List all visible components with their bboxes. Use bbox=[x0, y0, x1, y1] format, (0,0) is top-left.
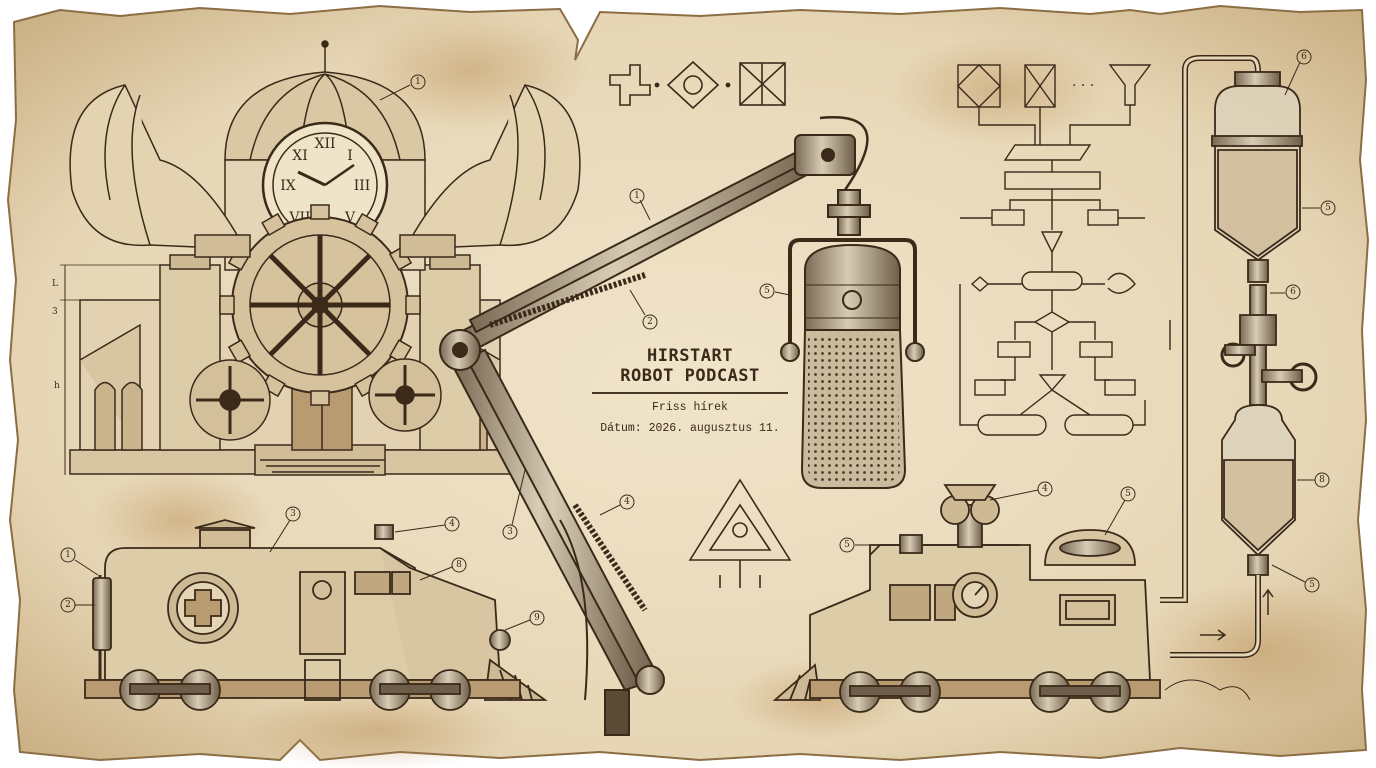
clock-tower: XII III VI IX I XI V VII bbox=[60, 40, 511, 476]
dim-label-2: 3 bbox=[52, 307, 58, 317]
callout-train-left-2: 2 bbox=[65, 600, 71, 610]
callout-train-left-9: 9 bbox=[534, 613, 540, 623]
small-gear-right-icon bbox=[368, 358, 442, 432]
callout-arm-lower: 3 bbox=[507, 527, 513, 537]
subtitle: Friss hírek bbox=[652, 400, 728, 414]
triangle-eye-icon bbox=[688, 478, 792, 588]
big-gear-icon bbox=[219, 204, 421, 406]
callout-flask-top-5: 5 bbox=[1325, 203, 1331, 213]
callout-clock-tower: 1 bbox=[415, 77, 421, 87]
right-locomotive bbox=[772, 484, 1251, 713]
callout-train-left-4: 4 bbox=[449, 519, 455, 529]
callout-valve-6: 6 bbox=[1290, 287, 1296, 297]
small-gear-left-icon bbox=[189, 359, 271, 441]
callout-train-right-5b: 5 bbox=[1125, 489, 1131, 499]
dim-label-1: L bbox=[52, 279, 58, 289]
callout-train-left-3: 3 bbox=[290, 509, 296, 519]
dim-label-3: h bbox=[54, 381, 60, 391]
callout-train-right-5a: 5 bbox=[844, 540, 850, 550]
cross-gear-emblem-icon bbox=[167, 572, 239, 644]
callout-train-left-8: 8 bbox=[456, 560, 462, 570]
symbols-row bbox=[609, 60, 786, 110]
svg-text:I: I bbox=[347, 148, 353, 164]
callout-arm-base: 4 bbox=[624, 497, 630, 507]
callout-arm-upper: 1 bbox=[634, 191, 640, 201]
microphone-icon bbox=[780, 189, 925, 489]
callout-train-right-4: 4 bbox=[1042, 484, 1048, 494]
svg-text:XI: XI bbox=[292, 148, 308, 164]
gauge-icon bbox=[952, 572, 998, 618]
svg-text:XII: XII bbox=[314, 136, 335, 152]
title-line-1: HIRSTART bbox=[647, 346, 733, 366]
flask-apparatus bbox=[1160, 55, 1318, 658]
callout-markers bbox=[60, 49, 1336, 631]
callout-flask-top-6: 6 bbox=[1301, 52, 1307, 62]
svg-text:IX: IX bbox=[280, 178, 296, 194]
callout-microphone: 5 bbox=[764, 286, 770, 296]
callout-train-left-1: 1 bbox=[65, 550, 71, 560]
svg-text:· · ·: · · · bbox=[1072, 78, 1094, 94]
flowchart-diagram: · · · bbox=[957, 64, 1171, 436]
callout-flask-bottom-5: 5 bbox=[1309, 580, 1315, 590]
signal-lamp-icon bbox=[940, 484, 1000, 548]
title-divider bbox=[592, 392, 788, 394]
left-locomotive bbox=[84, 519, 548, 711]
date-line: Dátum: 2026. augusztus 11. bbox=[600, 421, 780, 435]
title-line-2: ROBOT PODCAST bbox=[620, 366, 760, 386]
callout-flask-bottom-8: 8 bbox=[1319, 475, 1325, 485]
gramophone-horn-right-icon bbox=[399, 84, 581, 258]
svg-text:III: III bbox=[354, 178, 371, 194]
podcast-title-block: HIRSTART ROBOT PODCAST Friss hírek Dátum… bbox=[592, 346, 788, 439]
gramophone-horn-left-icon bbox=[69, 84, 251, 258]
mic-boom-arm bbox=[439, 116, 869, 736]
callout-arm-spring: 2 bbox=[647, 317, 653, 327]
